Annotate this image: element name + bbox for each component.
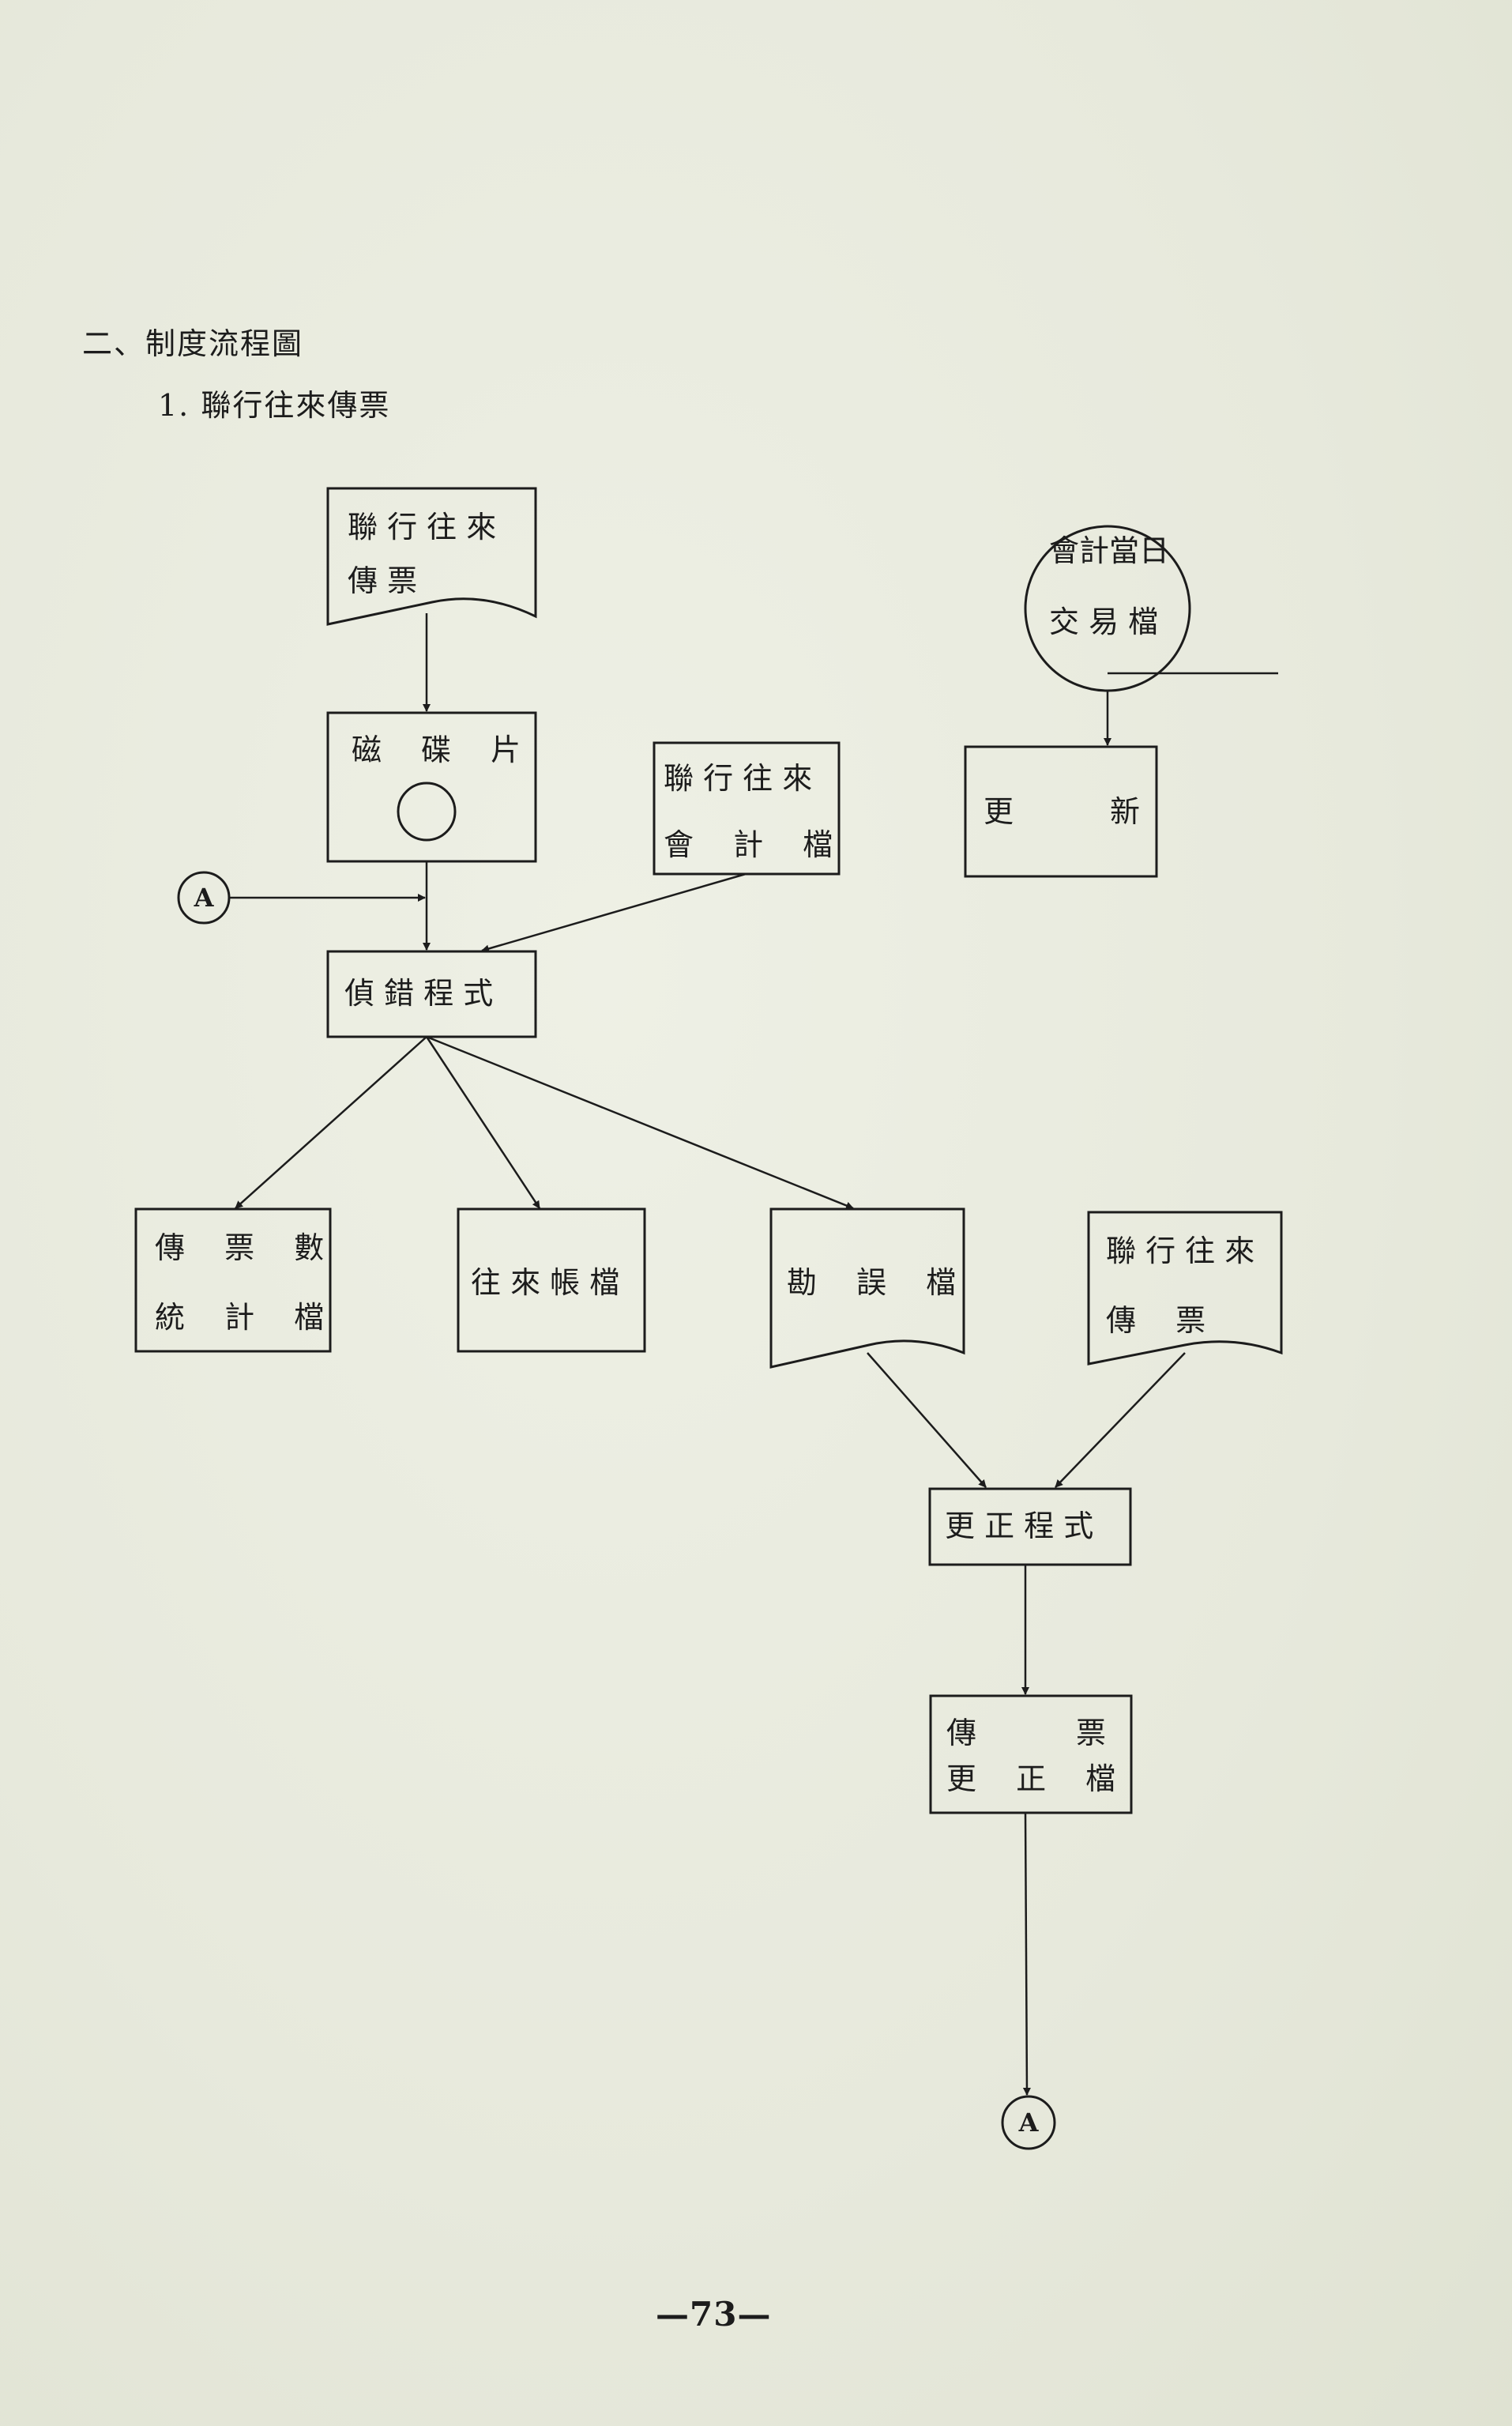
- update-node: 更 新: [964, 745, 1158, 878]
- voucher-document-node: 聯 行 往 來 傳 票: [326, 487, 537, 626]
- daily-transaction-file-node: 會計當日 交 易 檔: [1024, 525, 1278, 692]
- edge-account-file-to-error-check: [481, 872, 747, 953]
- voucher-document-2-node: 聯 行 往 來 傳 票: [1087, 1211, 1283, 1366]
- voucher-correction-file-node: 傳 票 更 正 檔: [929, 1694, 1133, 1814]
- magnetic-disk-label: 磁 碟 片: [352, 733, 521, 767]
- account-file-line2: 會 計 檔: [664, 827, 833, 862]
- daily-transaction-line2: 交 易 檔: [1049, 605, 1158, 639]
- update-label-right: 新: [1110, 794, 1140, 829]
- edge-error-check-to-ledger: [425, 1036, 541, 1209]
- connector-a-out-label: A: [1018, 2108, 1040, 2138]
- voucher-stats-line2: 統 計 檔: [155, 1300, 324, 1335]
- edge-error-check-to-error-report: [426, 1035, 854, 1210]
- voucher-stats-line1: 傳 票 數: [155, 1230, 324, 1265]
- edge-error-report-to-correction: [867, 1352, 987, 1488]
- error-check-program-node: 偵 錯 程 式: [326, 950, 537, 1038]
- subsection-title: 1. 聯行往來傳票: [158, 388, 391, 423]
- account-file-node: 聯 行 往 來 會 計 檔: [653, 741, 841, 876]
- voucher-document-2-line1: 聯 行 往 來: [1106, 1234, 1254, 1268]
- edge-error-check-to-stats: [235, 1036, 427, 1209]
- ledger-file-node: 往 來 帳 檔: [457, 1207, 646, 1353]
- error-report-label: 勘 誤 檔: [787, 1265, 956, 1300]
- magnetic-disk-node: 磁 碟 片: [326, 711, 537, 863]
- voucher-document-2-line2: 傳 票: [1106, 1303, 1205, 1338]
- error-check-program-label: 偵 錯 程 式: [344, 976, 493, 1011]
- voucher-correction-line2: 更 正 檔: [946, 1761, 1115, 1796]
- edge-correction-file-to-connector-a: [1022, 1812, 1031, 2096]
- daily-transaction-line1: 會計當日: [1049, 533, 1169, 568]
- connector-a-in: A: [177, 871, 231, 925]
- ledger-file-label: 往 來 帳 檔: [471, 1265, 619, 1300]
- voucher-document-line2: 傳 票: [348, 563, 417, 598]
- page-number: —73—: [656, 2295, 772, 2334]
- edge-voucher2-to-correction: [1055, 1352, 1186, 1488]
- error-report-node: 勘 誤 檔: [769, 1207, 965, 1369]
- update-label-left: 更: [984, 794, 1014, 829]
- correction-program-label: 更 正 程 式: [945, 1509, 1093, 1543]
- voucher-correction-line1b: 票: [1076, 1716, 1106, 1750]
- account-file-line1: 聯 行 往 來: [664, 761, 812, 796]
- connector-a-in-label: A: [194, 883, 215, 913]
- voucher-correction-line1a: 傳: [946, 1716, 976, 1750]
- section-title: 二、制度流程圖: [82, 326, 304, 361]
- voucher-document-line1: 聯 行 往 來: [348, 510, 496, 544]
- connector-a-out: A: [1001, 2095, 1056, 2150]
- correction-program-node: 更 正 程 式: [928, 1487, 1132, 1566]
- voucher-stats-file-node: 傳 票 數 統 計 檔: [134, 1207, 332, 1353]
